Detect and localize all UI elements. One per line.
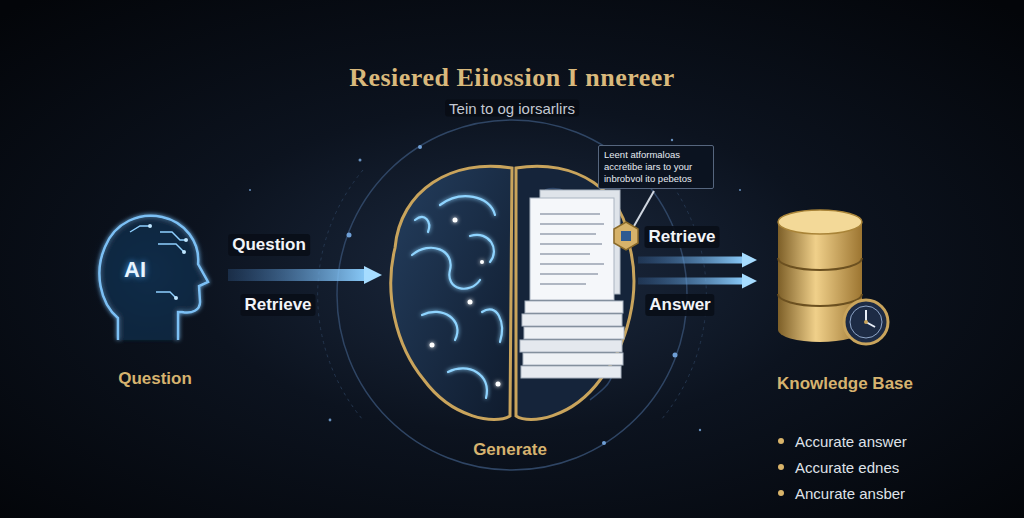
callout-leader (621, 231, 631, 241)
sparkles (249, 139, 741, 431)
document-stack (521, 366, 621, 378)
flow-arrow (638, 257, 742, 264)
document-stack (540, 253, 590, 255)
database-icon (778, 258, 862, 270)
brain-illustration (448, 368, 487, 398)
bullet-dots (778, 464, 784, 470)
edge-label: Retrieve (644, 226, 719, 248)
document-stack (523, 353, 623, 365)
orbit-ring (318, 170, 363, 420)
ai-head-icon (160, 232, 186, 240)
sparkles (671, 139, 673, 141)
sparkles (249, 189, 251, 191)
ai-head-icon (156, 292, 176, 298)
clock-icon (844, 300, 888, 344)
brain-illustration (412, 248, 480, 289)
brain-illustration (391, 166, 512, 419)
brain-illustration (516, 166, 634, 419)
ai-head-icon (158, 244, 184, 252)
ai-head-icon (88, 210, 212, 340)
flow-label: Retrieve (240, 294, 315, 316)
clock-icon (850, 306, 882, 338)
document-stack (540, 213, 600, 215)
brain-illustration (440, 196, 495, 215)
orbit-ring (673, 353, 678, 358)
ai-head-icon (174, 296, 178, 300)
document-stack (520, 190, 624, 378)
subtitle: Tein to og iorsarlirs (445, 100, 579, 117)
clock-icon (844, 300, 888, 344)
ai-head-icon (148, 224, 152, 228)
brain-illustration (470, 235, 494, 262)
document-stack (520, 340, 622, 352)
bullet-item: Accurate ednes (795, 459, 899, 476)
orbit-ring (602, 441, 606, 445)
document-stack (540, 223, 604, 225)
bullet-item: Ancurate ansber (795, 485, 905, 502)
edge-label: Answer (645, 294, 714, 316)
bullet-item: Accurate answer (795, 433, 907, 450)
bullet-dots (778, 490, 784, 496)
brain-illustration (430, 218, 501, 387)
document-stack (522, 314, 622, 326)
flow-arrow (228, 269, 364, 281)
orbit-ring (418, 145, 422, 149)
ai-head-icon (184, 238, 188, 242)
brain-illustration (391, 166, 634, 419)
orbit-ring (347, 233, 352, 238)
node-caption: Question (118, 369, 192, 389)
brain-illustration (496, 382, 501, 387)
ai-head-icon (148, 224, 188, 300)
brain-illustration (422, 312, 457, 340)
database-icon (778, 294, 862, 306)
document-stack (540, 243, 602, 245)
bullet-dots (778, 438, 784, 444)
sparkles (359, 159, 362, 162)
ai-head-icon (130, 226, 150, 232)
ai-head-icon (182, 250, 186, 254)
brain-illustration (468, 300, 473, 305)
document-stack (524, 327, 624, 339)
brain-illustration (453, 218, 458, 223)
icon-label: AI (124, 195, 186, 345)
brain-illustration (482, 309, 502, 342)
diagram-title: Resiered Eiiossion I nnereer (349, 63, 675, 93)
sparkles (329, 419, 332, 422)
brain-illustration (430, 343, 435, 348)
document-stack (540, 233, 596, 235)
ai-head-icon (99, 216, 208, 340)
node-caption: Generate (473, 440, 547, 460)
document-stack (530, 198, 614, 300)
callout-leader (634, 191, 654, 226)
ai-head-node: AI Question (85, 195, 225, 389)
node-caption: Knowledge Base (777, 374, 913, 394)
document-stack (540, 263, 604, 265)
brain-illustration (590, 375, 612, 400)
sparkles (699, 429, 701, 431)
flow-arrow (638, 278, 742, 285)
document-stack (540, 273, 598, 275)
brain-node: Generate (385, 150, 635, 460)
document-stack (540, 283, 586, 285)
knowledge-base-node: Knowledge Base (760, 200, 930, 394)
document-stack (525, 301, 623, 313)
document-stack (540, 214, 604, 284)
database-icon (778, 210, 862, 234)
edge-label: Question (228, 234, 310, 256)
callout-note: Leent atformaloas accretibe iars to your… (598, 145, 714, 189)
brain-illustration (412, 196, 502, 398)
brain-illustration (480, 260, 484, 264)
bullet-dots (778, 438, 784, 496)
brain-illustration (415, 217, 429, 232)
clock-icon (864, 320, 868, 324)
sparkles (739, 189, 741, 191)
callout-leader (614, 222, 638, 250)
